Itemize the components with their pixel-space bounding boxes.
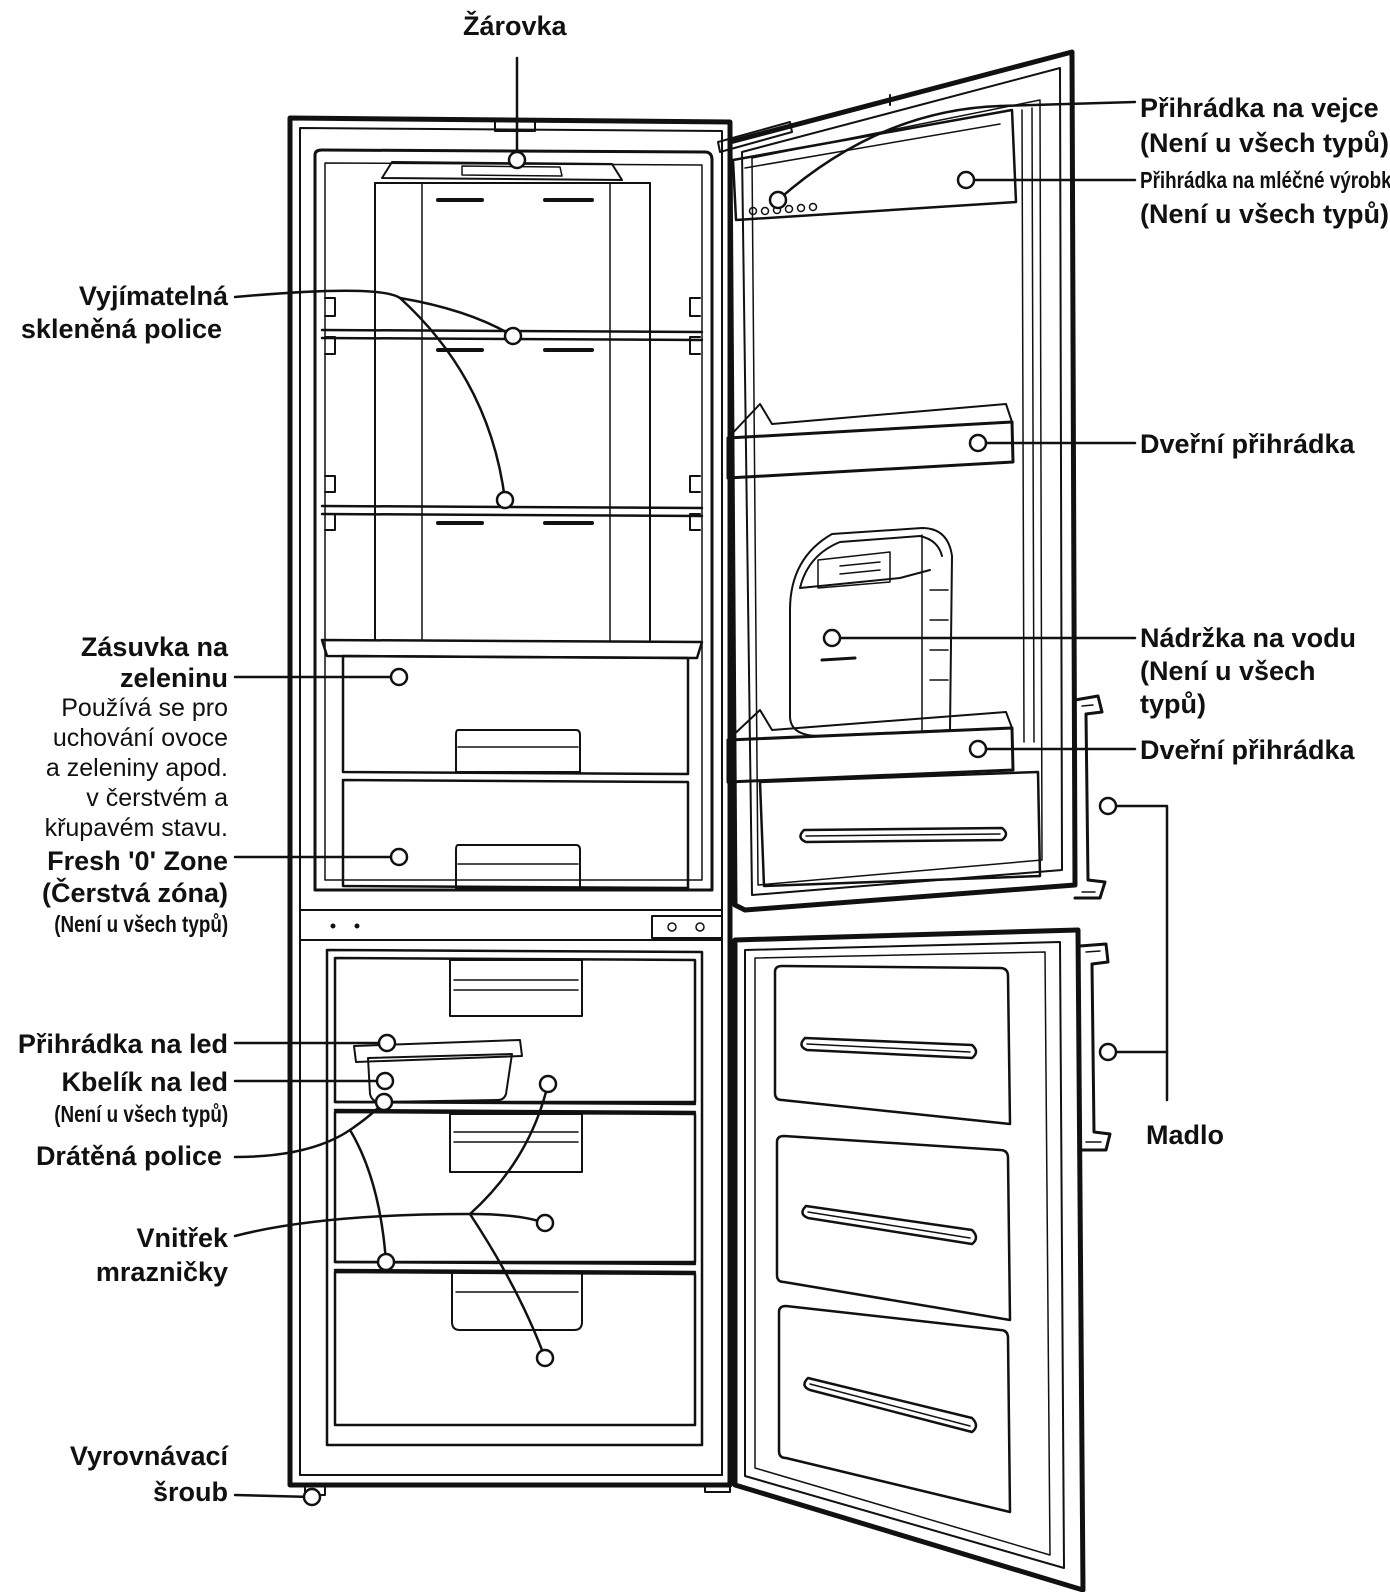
label-fresh-zone-line1: Fresh '0' Zone xyxy=(47,846,228,876)
label-door-bin-lower: Dveřní přihrádka xyxy=(1140,735,1355,765)
leader-lines xyxy=(233,56,1169,1499)
label-handle: Madlo xyxy=(1146,1120,1224,1150)
label-egg-tray-line1: Přihrádka na vejce xyxy=(1140,93,1379,123)
label-ice-tray: Přihrádka na led xyxy=(17,1029,228,1059)
label-door-bin-upper: Dveřní přihrádka xyxy=(1140,429,1355,459)
label-freezer-interior-line2: mrazničky xyxy=(95,1257,228,1287)
label-leveling-screw-line1: Vyrovnávací xyxy=(69,1441,228,1471)
label-shelf-line2: skleněná police xyxy=(20,314,222,344)
label-wire-shelf: Drátěná police xyxy=(35,1141,222,1171)
label-water-tank-line1: Nádržka na vodu xyxy=(1140,623,1357,653)
label-crisper-line2: zeleninu xyxy=(119,663,228,693)
freezer-door xyxy=(732,927,1086,1592)
label-dairy-tray-line1: Přihrádka na mléčné výrobky xyxy=(1140,167,1390,193)
label-crisper-desc-3: a zeleniny apod. xyxy=(45,754,228,782)
callout-dots xyxy=(302,150,1118,1507)
label-freezer-interior-line1: Vnitřek xyxy=(136,1223,228,1253)
label-crisper-desc-4: v čerstvém a xyxy=(86,784,228,812)
label-ice-bucket-line1: Kbelík na led xyxy=(61,1067,228,1097)
fridge-cabinet xyxy=(287,115,733,1496)
label-leveling-screw-line2: šroub xyxy=(152,1477,228,1507)
label-crisper-line1: Zásuvka na xyxy=(80,632,228,662)
label-dairy-tray-line2: (Není u všech typů) xyxy=(1140,199,1390,229)
label-fresh-zone-line3: (Není u všech typů) xyxy=(54,911,228,937)
label-crisper-desc-5: křupavém stavu. xyxy=(44,814,228,842)
label-egg-tray-line2: (Není u všech typů) xyxy=(1140,128,1390,158)
label-zarovka: Žárovka xyxy=(463,11,567,41)
door-handles xyxy=(1073,694,1112,1152)
label-crisper-desc-1: Používá se pro xyxy=(61,694,228,722)
label-crisper-desc-2: uchování ovoce xyxy=(52,724,228,752)
label-water-tank-line3: typů) xyxy=(1140,689,1206,719)
label-ice-bucket-line2: (Není u všech typů) xyxy=(54,1101,228,1127)
label-water-tank-line2: (Není u všech xyxy=(1140,656,1316,686)
label-fresh-zone-line2: (Čerstvá zóna) xyxy=(41,878,228,908)
label-shelf-line1: Vyjímatelná xyxy=(78,281,228,311)
fridge-door xyxy=(717,49,1078,913)
